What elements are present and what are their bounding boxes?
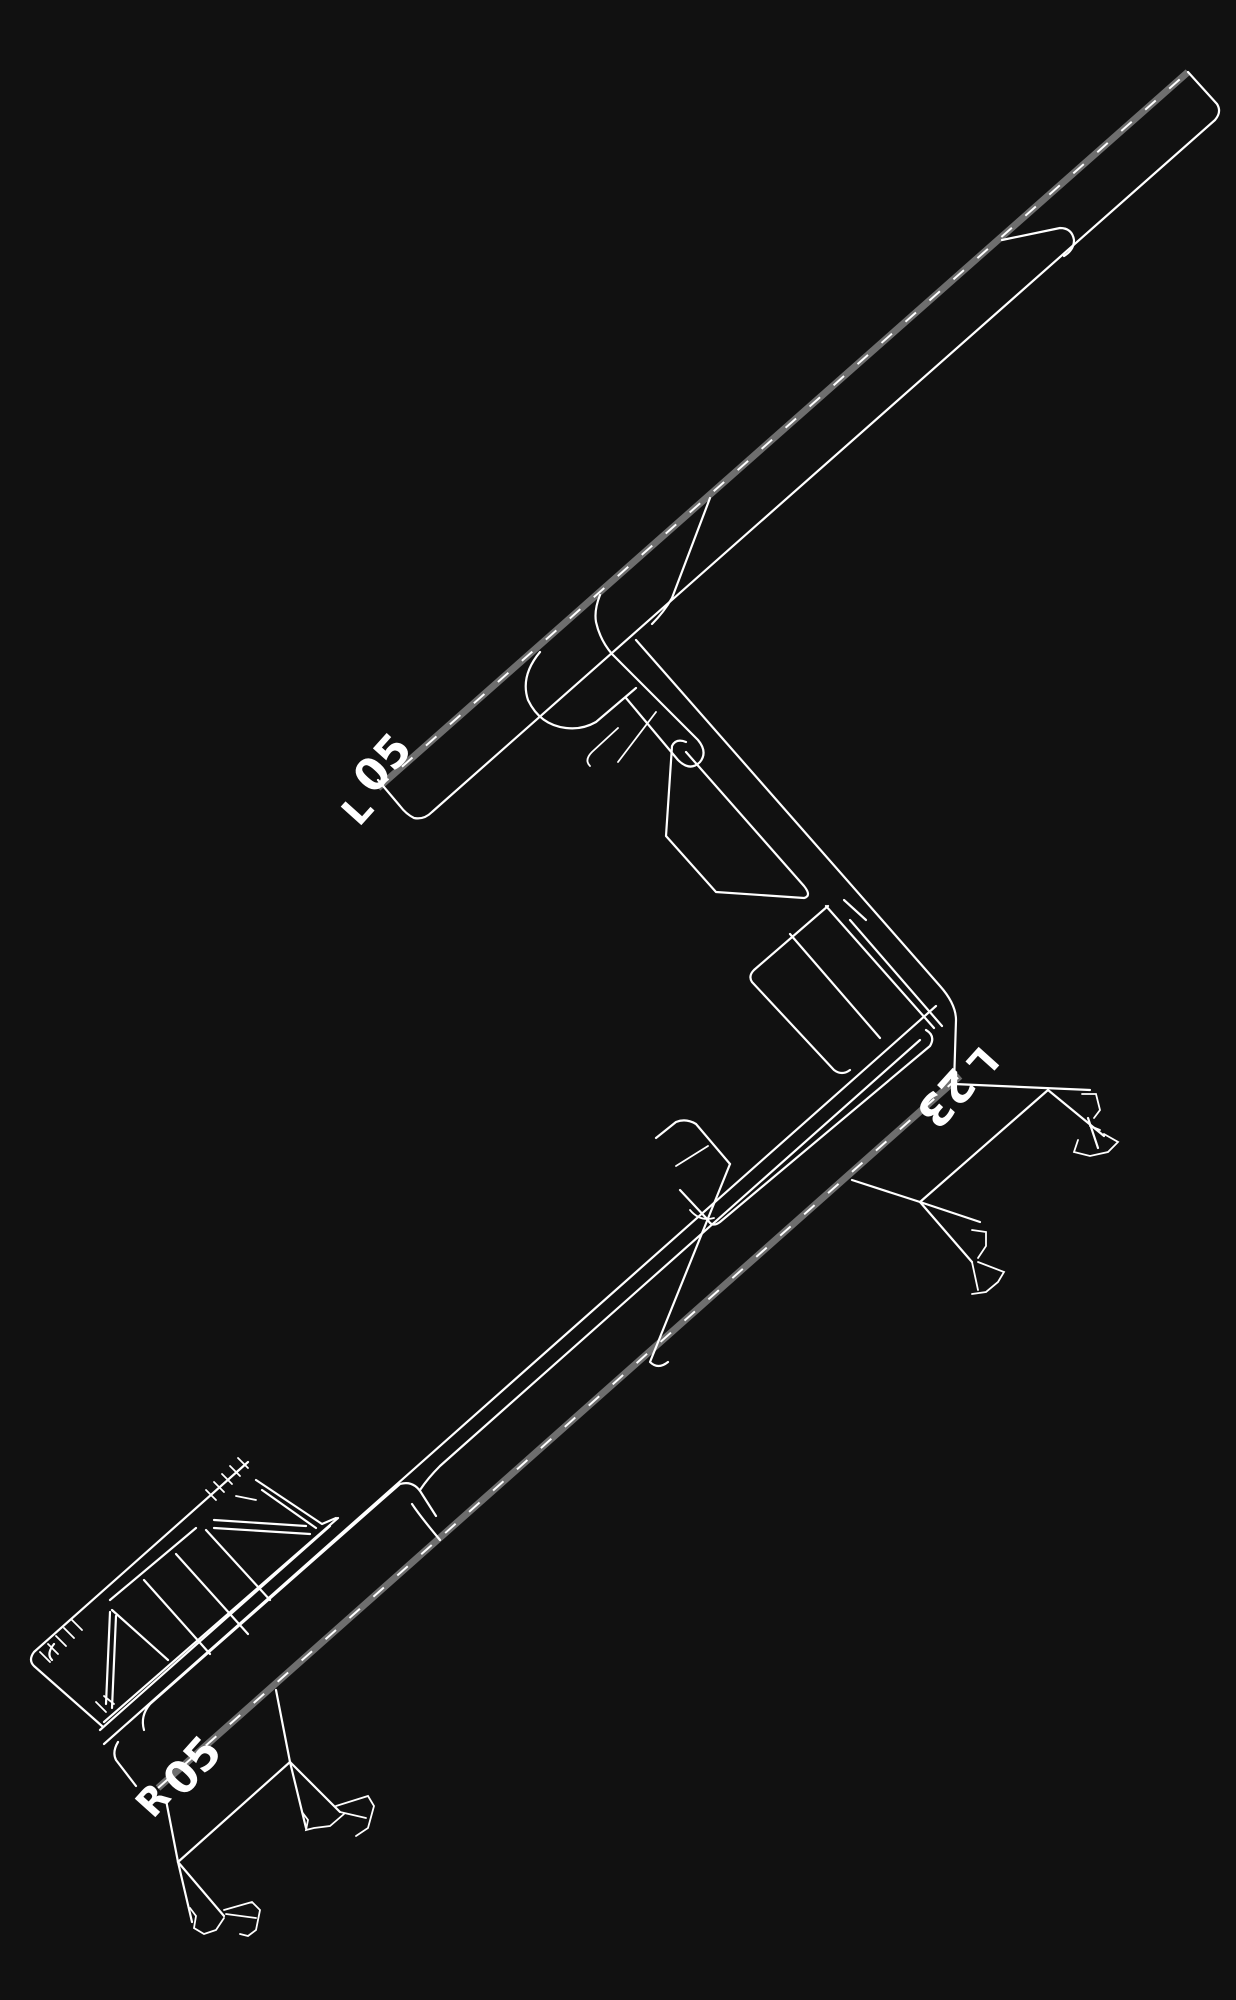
apron-mid	[749, 904, 936, 1075]
runway-label-23l: 23	[906, 1058, 985, 1138]
runway-05r-23l	[155, 1073, 963, 1791]
service-roads-southwest	[164, 1688, 375, 1937]
taxiway-loop-upper	[524, 650, 657, 767]
taxiway-diagonal-link	[648, 1119, 732, 1368]
taxiway-upper-parallel	[376, 70, 1221, 820]
taxiway-connector	[610, 638, 958, 1086]
runway-number-05l: 05	[343, 724, 422, 804]
service-roads-east	[850, 1082, 1120, 1295]
apron-lower-left	[29, 1457, 340, 1732]
runway-number-23l: 23	[906, 1058, 985, 1138]
runway-label-05l: 05	[343, 724, 422, 804]
taxiway-lower-parallel	[102, 1004, 938, 1788]
runway-05l	[375, 69, 1191, 791]
